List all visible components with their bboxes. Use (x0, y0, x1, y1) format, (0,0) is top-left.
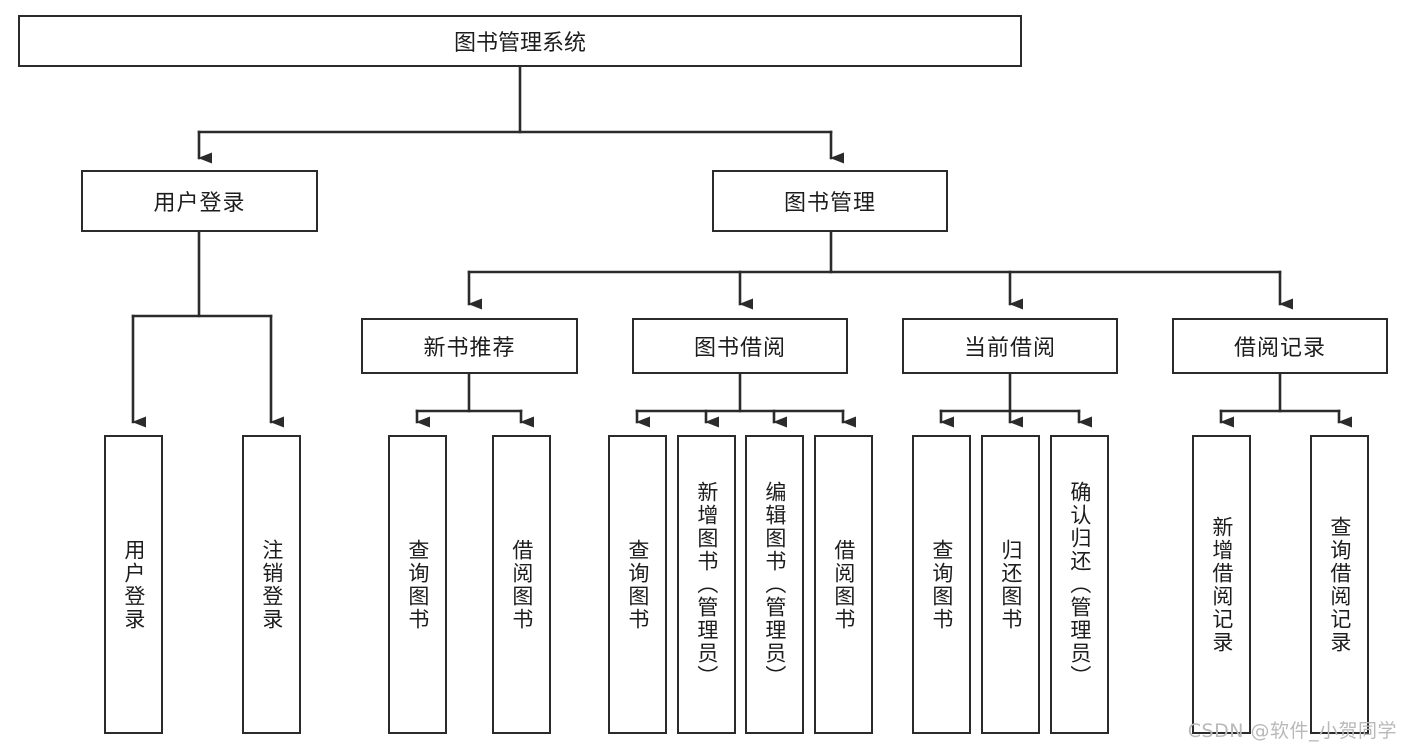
node-new-book-recommend[interactable]: 新书推荐 (361, 318, 578, 374)
node-label: 借阅图书 (831, 538, 856, 631)
node-book-borrow[interactable]: 图书借阅 (632, 318, 848, 374)
node-label: 查询借阅记录 (1327, 515, 1352, 654)
node-borrow-record[interactable]: 借阅记录 (1172, 318, 1388, 374)
node-leaf-user-login[interactable]: 用户登录 (104, 435, 163, 734)
node-leaf-confirm-return-admin[interactable]: 确认归还（管理员） (1050, 435, 1109, 734)
node-label: 图书管理 (783, 191, 876, 216)
node-label: 图书管理系统 (453, 31, 586, 56)
node-label: 确认归还（管理员） (1067, 481, 1092, 688)
node-label: 编辑图书（管理员） (762, 481, 787, 688)
node-leaf-logout[interactable]: 注销登录 (242, 435, 301, 734)
node-label: 用户登录 (153, 191, 246, 216)
node-leaf-query-book-recommend[interactable]: 查询图书 (388, 435, 447, 734)
node-root-system[interactable]: 图书管理系统 (18, 15, 1022, 67)
node-label: 当前借阅 (963, 336, 1056, 361)
node-current-borrow[interactable]: 当前借阅 (902, 318, 1118, 374)
node-label: 图书借阅 (693, 336, 786, 361)
node-label: 借阅图书 (509, 538, 534, 631)
node-book-management[interactable]: 图书管理 (712, 170, 948, 232)
node-user-login[interactable]: 用户登录 (81, 170, 318, 232)
node-label: 借阅记录 (1233, 336, 1326, 361)
node-leaf-return-book[interactable]: 归还图书 (981, 435, 1040, 734)
node-leaf-borrow-book-recommend[interactable]: 借阅图书 (492, 435, 551, 734)
node-leaf-query-book-borrow[interactable]: 查询图书 (608, 435, 667, 734)
node-label: 用户登录 (121, 538, 146, 631)
node-label: 新增借阅记录 (1209, 515, 1234, 654)
node-label: 归还图书 (998, 538, 1023, 631)
node-label: 注销登录 (259, 538, 284, 631)
node-label: 查询图书 (405, 538, 430, 631)
node-leaf-borrow-book[interactable]: 借阅图书 (814, 435, 873, 734)
node-label: 查询图书 (625, 538, 650, 631)
watermark-text: CSDN @软件_小贺同学 (1187, 720, 1397, 742)
node-leaf-query-book-current[interactable]: 查询图书 (912, 435, 971, 734)
node-label: 新书推荐 (423, 336, 516, 361)
node-leaf-add-book-admin[interactable]: 新增图书（管理员） (677, 435, 736, 734)
node-label: 新增图书（管理员） (694, 481, 719, 688)
node-label: 查询图书 (929, 538, 954, 631)
node-leaf-query-borrow-record[interactable]: 查询借阅记录 (1310, 435, 1369, 734)
node-leaf-edit-book-admin[interactable]: 编辑图书（管理员） (745, 435, 804, 734)
node-leaf-add-borrow-record[interactable]: 新增借阅记录 (1192, 435, 1251, 734)
